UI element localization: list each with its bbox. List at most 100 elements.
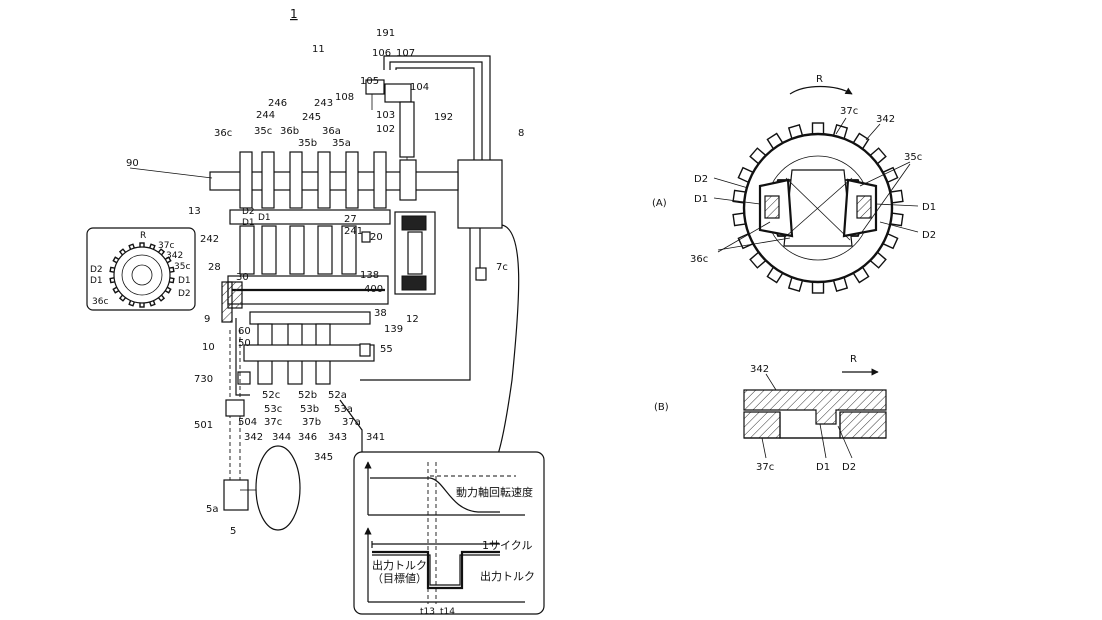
label-245: 245 — [302, 112, 321, 123]
panel-b-tag: (B) — [654, 402, 669, 413]
label-52b: 52b — [298, 390, 317, 401]
label-36a: 36a — [322, 126, 341, 137]
label-191: 191 — [376, 28, 395, 39]
controller-box-8 — [457, 159, 503, 229]
label-37b: 37b — [302, 417, 321, 428]
panel-b-37c: 37c — [756, 462, 774, 473]
label-38: 38 — [374, 308, 387, 319]
label-9: 9 — [204, 314, 210, 325]
small-inset: R 37c 342 35c D2 D1 D1 D2 36c — [86, 227, 196, 311]
panel-b: (B) R 342 37c D1 D2 — [654, 354, 887, 473]
label-7c: 7c — [496, 262, 508, 273]
label-106: 106 — [372, 48, 391, 59]
label-8: 8 — [518, 128, 524, 139]
label-108: 108 — [335, 92, 354, 103]
panel-a-342: 342 — [876, 114, 895, 125]
inset-label-R: R — [140, 231, 146, 241]
label-52a: 52a — [328, 390, 347, 401]
graph-cycle-label: 1サイクル — [482, 539, 532, 552]
label-53b: 53b — [300, 404, 319, 415]
label-107: 107 — [396, 48, 415, 59]
label-730: 730 — [194, 374, 213, 385]
label-244: 244 — [256, 110, 275, 121]
label-344: 344 — [272, 432, 291, 443]
label-13: 13 — [188, 206, 201, 217]
label-D1-a: D1 — [242, 218, 255, 228]
panel-b-R: R — [850, 354, 857, 365]
label-5: 5 — [230, 526, 236, 537]
label-243: 243 — [314, 98, 333, 109]
label-53c: 53c — [264, 404, 282, 415]
label-246: 246 — [268, 98, 287, 109]
panel-a-D1a: D1 — [694, 194, 708, 205]
label-192: 192 — [434, 112, 453, 123]
panel-a-tag: (A) — [652, 198, 667, 209]
panel-b-342: 342 — [750, 364, 769, 375]
main-housing — [229, 209, 391, 225]
label-27: 27 — [344, 214, 357, 225]
panel-b-D2: D2 — [842, 462, 856, 473]
label-138: 138 — [360, 270, 379, 281]
panel-a-D2a: D2 — [694, 174, 708, 185]
panel-a: (A) R 37c 342 35c D2 D1 D1 D2 — [652, 74, 936, 294]
label-D1-b: D1 — [258, 213, 271, 223]
panel-b-D1: D1 — [816, 462, 830, 473]
label-52c: 52c — [262, 390, 280, 401]
label-28: 28 — [208, 262, 221, 273]
label-36c: 36c — [214, 128, 232, 139]
label-12: 12 — [406, 314, 419, 325]
panel-a-R: R — [816, 74, 823, 85]
graph-torque-target-2: （目標値） — [372, 571, 427, 585]
label-400: 400 — [364, 284, 383, 295]
label-35b: 35b — [298, 138, 317, 149]
label-104: 104 — [410, 82, 429, 93]
inset-label-37c: 37c — [158, 241, 174, 251]
inset-label-D1b: D1 — [178, 276, 191, 286]
label-53a: 53a — [334, 404, 353, 415]
panel-a-36c: 36c — [690, 254, 708, 265]
label-55: 55 — [380, 344, 393, 355]
graph-speed-label: 動力軸回転速度 — [456, 485, 533, 499]
inset-label-D1a: D1 — [90, 276, 103, 286]
label-35a: 35a — [332, 138, 351, 149]
inset-label-35c: 35c — [174, 262, 190, 272]
label-37c: 37c — [264, 417, 282, 428]
label-139: 139 — [384, 324, 403, 335]
wheel-5 — [255, 445, 301, 531]
label-504: 504 — [238, 417, 257, 428]
graph-inset: 動力軸回転速度 1サイクル 出力トルク （目標値） 出力トルク t13 t14 — [353, 451, 545, 617]
panel-a-35c: 35c — [904, 152, 922, 163]
graph-t14: t14 — [440, 607, 455, 617]
label-242: 242 — [200, 234, 219, 245]
graph-t13: t13 — [420, 607, 435, 617]
label-D2: D2 — [242, 207, 255, 217]
label-345: 345 — [314, 452, 333, 463]
label-60: 60 — [238, 326, 251, 337]
label-30: 30 — [236, 272, 249, 283]
label-20: 20 — [370, 232, 383, 243]
label-346: 346 — [298, 432, 317, 443]
label-37a: 37a — [342, 417, 361, 428]
label-50: 50 — [238, 338, 251, 349]
panel-a-D1b: D1 — [922, 202, 936, 213]
label-343: 343 — [328, 432, 347, 443]
label-501: 501 — [194, 420, 213, 431]
inset-label-D2a: D2 — [90, 265, 103, 275]
label-11: 11 — [312, 44, 325, 55]
inset-label-D2b: D2 — [178, 289, 191, 299]
panel-a-37c: 37c — [840, 106, 858, 117]
graph-torque-target-1: 出力トルク — [372, 558, 427, 572]
inset-label-36c: 36c — [92, 297, 108, 307]
inset-label-342: 342 — [166, 251, 183, 261]
label-103: 103 — [376, 110, 395, 121]
label-342: 342 — [244, 432, 263, 443]
label-5a: 5a — [206, 504, 219, 515]
panel-a-D2b: D2 — [922, 230, 936, 241]
left-plate — [221, 281, 233, 323]
label-102: 102 — [376, 124, 395, 135]
figure-number: 1 — [290, 7, 298, 21]
cam-discs — [239, 151, 417, 209]
label-10: 10 — [202, 342, 215, 353]
label-35c: 35c — [254, 126, 272, 137]
